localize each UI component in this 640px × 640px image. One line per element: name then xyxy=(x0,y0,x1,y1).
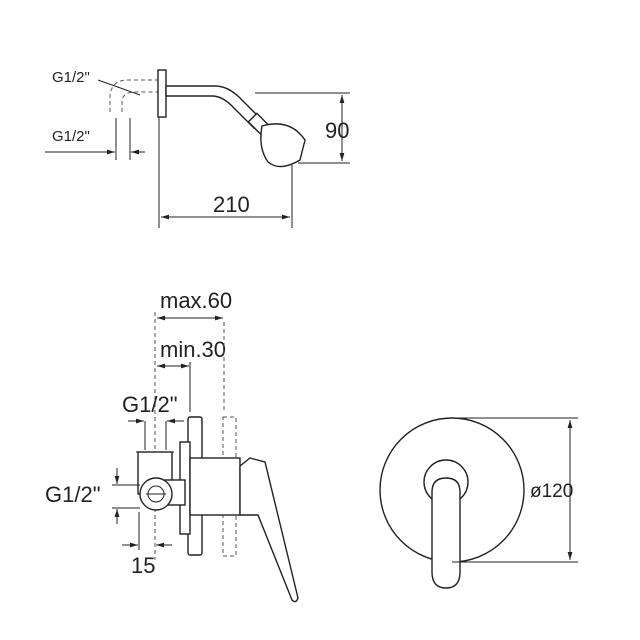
wall-flange xyxy=(157,69,167,118)
max-depth-label: max.60 xyxy=(160,288,232,313)
thread-label-bottom: G1/2" xyxy=(52,128,90,145)
length-dimension: 210 xyxy=(213,192,250,217)
thread-label-left: G1/2" xyxy=(45,482,101,507)
thread-label-top: G1/2" xyxy=(52,69,90,86)
mixer-lever xyxy=(239,457,299,603)
mixer-body xyxy=(189,457,241,516)
hidden-elbow xyxy=(109,79,160,112)
thread-label-top: G1/2" xyxy=(122,392,178,417)
shower-head-view: 90 210 G1/2" G1/2" xyxy=(45,69,350,228)
leader-line xyxy=(97,79,141,96)
min-depth-label: min.30 xyxy=(160,337,226,362)
shower-head xyxy=(260,123,306,168)
mixer-side-view: max.60 min.30 G1/2" G1/2" 15 xyxy=(45,288,299,603)
mixer-front-view: ø120 xyxy=(379,417,578,589)
front-lever xyxy=(431,477,461,589)
height-dimension: 90 xyxy=(325,118,349,143)
diameter-label: ø120 xyxy=(530,481,573,502)
offset-dimension: 15 xyxy=(131,553,155,578)
